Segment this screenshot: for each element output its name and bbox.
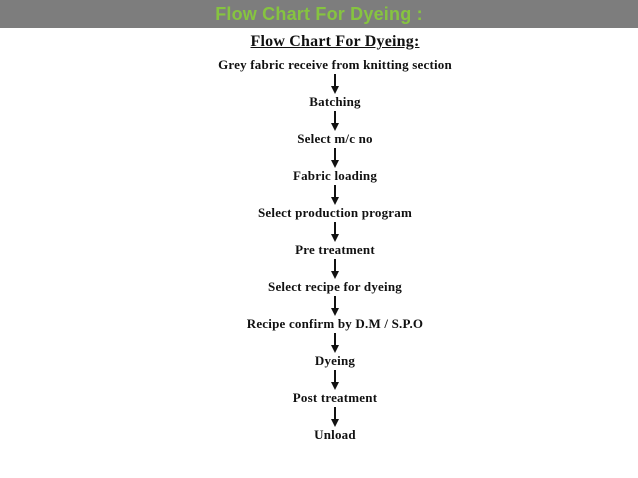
flow-step: Post treatment <box>292 390 378 405</box>
down-arrow-icon <box>331 295 339 316</box>
flow-step: Select m/c no <box>297 131 373 146</box>
flow-step: Select production program <box>257 205 412 220</box>
down-arrow-icon <box>331 110 339 131</box>
flowchart-steps: Grey fabric receive from knitting sectio… <box>218 58 452 442</box>
step-connector <box>329 331 341 354</box>
flow-step: Grey fabric receive from knitting sectio… <box>218 57 452 72</box>
down-arrow-icon <box>331 147 339 168</box>
header-title: Flow Chart For Dyeing : <box>215 3 423 24</box>
flowchart: Flow Chart For Dyeing: Grey fabric recei… <box>32 28 638 442</box>
step-connector <box>329 257 341 280</box>
down-arrow-icon <box>331 73 339 94</box>
step-connector <box>329 294 341 317</box>
flow-step: Pre treatment <box>295 242 375 257</box>
down-arrow-icon <box>331 369 339 390</box>
step-connector <box>329 183 341 206</box>
step-connector <box>329 72 341 95</box>
down-arrow-icon <box>331 258 339 279</box>
down-arrow-icon <box>331 184 339 205</box>
step-connector <box>329 220 341 243</box>
step-connector <box>329 109 341 132</box>
down-arrow-icon <box>331 406 339 427</box>
flow-step: Select recipe for dyeing <box>268 279 402 294</box>
flow-step: Fabric loading <box>292 168 378 183</box>
step-connector <box>329 405 341 428</box>
header-bar: Flow Chart For Dyeing : <box>0 0 638 28</box>
flowchart-title: Flow Chart For Dyeing: <box>250 33 420 50</box>
flow-step: Recipe confirm by D.M / S.P.O <box>246 316 424 331</box>
flow-step: Unload <box>314 427 356 442</box>
step-connector <box>329 368 341 391</box>
step-connector <box>329 146 341 169</box>
flow-step: Dyeing <box>314 353 356 368</box>
down-arrow-icon <box>331 332 339 353</box>
flow-step: Batching <box>309 94 361 109</box>
down-arrow-icon <box>331 221 339 242</box>
